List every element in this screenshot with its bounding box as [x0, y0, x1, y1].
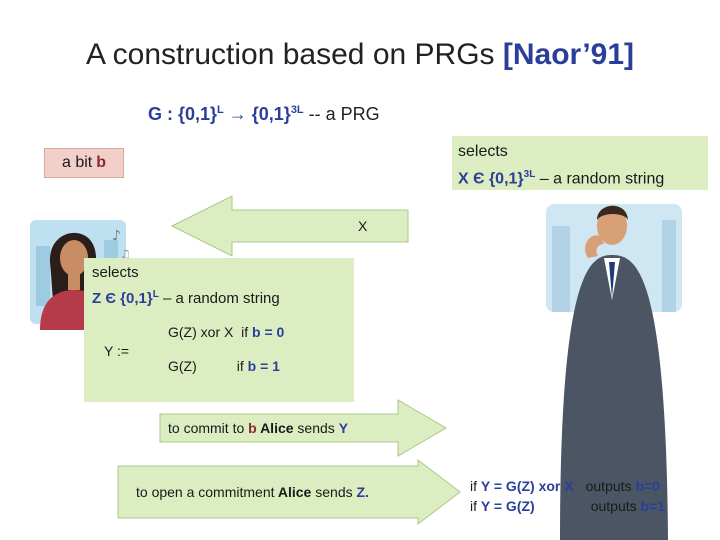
alice-bit-value: b — [96, 154, 107, 171]
alice-selects-line1: selects — [92, 264, 139, 281]
x-arrow-label: X — [358, 218, 368, 234]
y-case-1-if: if — [241, 324, 253, 340]
open-arrow-text: to open a commitment Alice sends Z. — [136, 484, 369, 500]
open-verb: sends — [311, 484, 357, 500]
bob-selects-line1: selects — [458, 143, 508, 160]
title-main: A construction based on PRGs — [85, 38, 503, 71]
prg-note: -- a PRG — [303, 104, 380, 124]
verify-line-2: if Y = G(Z) outputs b=1 — [470, 496, 665, 516]
y-case-1-expr: G(Z) xor X — [168, 324, 234, 340]
verify-line-1: if Y = G(Z) xor X outputs b=0 — [470, 476, 665, 496]
open-arrow — [117, 458, 461, 526]
commit-bit: b — [248, 420, 257, 436]
open-who: Alice — [274, 484, 312, 500]
commit-arrow — [159, 399, 447, 457]
alice-z-exp: L — [152, 289, 159, 300]
y-case-2: G(Z) if b = 1 — [168, 358, 280, 374]
bob-illustration — [546, 204, 682, 540]
commit-who: Alice — [256, 420, 294, 436]
alice-z-desc: – a random string — [158, 290, 280, 307]
verify-1-val: b=0 — [635, 478, 660, 494]
bob-selects-box: selects X Є {0,1}3L – a random string — [452, 136, 708, 190]
alice-bit-label: a bit — [61, 154, 93, 171]
commit-prefix: to commit to — [168, 420, 249, 436]
prg-domain-exp: L — [217, 104, 224, 116]
verify-1-out: outputs — [585, 478, 636, 494]
commit-verb: sends — [293, 420, 339, 436]
y-case-1: G(Z) xor X if b = 0 — [168, 324, 284, 340]
y-case-2-expr: G(Z) — [168, 358, 197, 374]
verify-rules: if Y = G(Z) xor X outputs b=0 if Y = G(Z)… — [470, 476, 665, 516]
verify-2-if: if — [470, 498, 481, 514]
verify-2-out: outputs — [590, 498, 641, 514]
verify-1-if: if — [470, 478, 481, 494]
title-reference: [Naor’91] — [502, 38, 635, 71]
prg-range-exp: 3L — [290, 104, 304, 116]
y-case-2-if: if — [236, 358, 248, 374]
alice-selects-box: selects Z Є {0,1}L – a random string — [84, 258, 354, 402]
bob-x-exp: 3L — [523, 169, 536, 180]
commit-arrow-text: to commit to b Alice sends Y — [168, 420, 348, 436]
bob-x-def: X Є {0,1} — [458, 170, 524, 188]
prg-definition: G : {0,1}L → {0,1}3L -- a PRG — [148, 104, 380, 125]
alice-selects-line2: Z Є {0,1}L – a random string — [92, 284, 346, 310]
x-arrow — [170, 195, 409, 257]
slide-title: A construction based on PRGs [Naor’91] — [0, 38, 720, 72]
open-prefix: to open a commitment — [136, 484, 275, 500]
verify-2-cond: Y = G(Z) — [480, 498, 535, 514]
y-case-1-cond: b = 0 — [252, 324, 285, 340]
prg-domain: G : {0,1} — [148, 104, 218, 124]
bob-selects-line2: X Є {0,1}3L – a random string — [458, 163, 702, 190]
svg-text:♪: ♪ — [112, 228, 121, 244]
open-value: Z. — [356, 484, 369, 500]
y-label: Y := — [104, 343, 130, 359]
bob-x-desc: – a random string — [535, 170, 665, 188]
prg-range: → {0,1} — [223, 104, 291, 124]
y-case-2-cond: b = 1 — [247, 358, 280, 374]
commit-value: Y — [338, 420, 349, 436]
verify-1-cond: Y = G(Z) xor X — [480, 478, 574, 494]
verify-2-val: b=1 — [640, 498, 666, 514]
svg-text:♫: ♫ — [120, 247, 131, 261]
alice-z-def: Z Є {0,1} — [92, 290, 153, 307]
